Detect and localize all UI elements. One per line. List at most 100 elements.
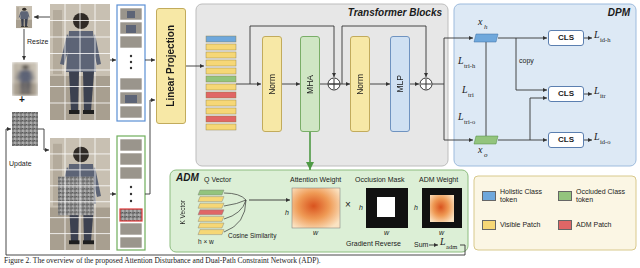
flow-arrow <box>282 84 300 85</box>
annotation-label: h <box>285 209 289 216</box>
annotation-label: Q Vector <box>204 176 231 183</box>
dpm-region: CLSCLSCLSDPM <box>454 4 636 166</box>
rect-shape <box>120 36 142 48</box>
path-shape <box>584 140 592 141</box>
annotation-label: h × w <box>198 239 214 246</box>
circle-shape <box>130 55 132 57</box>
path-shape <box>145 100 155 194</box>
annotation-label: h <box>359 204 363 211</box>
rect-shape <box>206 124 236 130</box>
math-symbol: tri-o <box>464 119 475 126</box>
rect-shape <box>120 106 142 118</box>
classifier-box: CLS <box>548 86 584 102</box>
annotation-label: Resize <box>27 38 48 45</box>
rect-shape <box>454 4 636 166</box>
circle-shape <box>130 193 132 195</box>
use-shape <box>50 138 110 250</box>
annotation-label: K Vector <box>180 200 187 225</box>
classifier-box: CLS <box>548 30 584 46</box>
rect-shape <box>12 112 38 146</box>
circle-shape <box>130 67 132 69</box>
rect-shape <box>120 153 142 165</box>
legend-item: ADM Patch <box>558 220 632 230</box>
math-symbol: L <box>594 30 600 40</box>
circle-shape <box>130 61 132 63</box>
polygon-shape <box>198 223 224 228</box>
math-symbol: L <box>458 56 464 66</box>
rect-shape <box>120 22 142 34</box>
region-title: Transformer Blocks <box>348 8 442 18</box>
annotation-label: w <box>313 229 318 236</box>
path-shape <box>421 79 431 89</box>
rect-shape <box>206 60 236 66</box>
path-shape <box>584 38 592 39</box>
g-shape <box>50 138 110 250</box>
path-shape <box>432 38 473 84</box>
path-shape <box>342 26 426 84</box>
path-shape <box>530 98 547 140</box>
math-symbol: adm <box>446 244 457 251</box>
path-shape <box>224 200 246 232</box>
math-symbol: L <box>440 237 446 247</box>
math-symbol: tri <box>468 92 474 99</box>
polygon-shape <box>198 230 224 235</box>
g-shape <box>224 193 246 232</box>
rect-shape <box>206 108 236 114</box>
polygon-shape <box>198 210 224 215</box>
math-symbol: o <box>484 152 488 159</box>
g-shape <box>12 62 38 96</box>
math-symbol: x <box>478 17 482 27</box>
circle-shape <box>130 186 132 188</box>
rect-shape <box>206 76 236 82</box>
path-shape <box>50 4 110 120</box>
rect-shape <box>474 176 636 250</box>
box-label: CLS <box>558 34 574 42</box>
flow-arrow <box>309 132 311 170</box>
path-shape <box>498 38 547 39</box>
annotation-label: Cosine Similarity <box>228 233 276 240</box>
rect-shape <box>366 188 408 228</box>
rect-shape <box>120 167 142 179</box>
path-shape <box>224 193 246 200</box>
rect-shape <box>422 188 462 228</box>
path-shape <box>584 94 592 95</box>
box-label: CLS <box>558 90 574 98</box>
annotation-label: + <box>19 95 25 105</box>
rect-shape <box>117 136 145 250</box>
path-shape <box>24 29 25 60</box>
rect-shape <box>206 100 236 106</box>
path-shape <box>486 42 487 136</box>
g-shape <box>130 186 132 202</box>
path-shape <box>516 38 547 90</box>
legend-item: Occluded Class token <box>558 188 632 204</box>
rect-shape <box>120 78 142 90</box>
path-shape <box>6 129 465 255</box>
flow-arrow <box>320 84 350 85</box>
annotation-label: Attention Weight <box>290 176 341 183</box>
path-shape <box>50 138 110 250</box>
legend-swatch <box>558 220 572 230</box>
flow-arrow <box>370 84 390 85</box>
g-shape <box>6 17 592 255</box>
math-symbol: id-o <box>600 139 610 146</box>
polygon-shape <box>198 216 224 221</box>
rect-shape <box>117 5 145 121</box>
annotation-label: ADM Weight <box>419 176 458 183</box>
g-shape <box>50 4 110 120</box>
rect-shape <box>126 25 136 33</box>
path-shape <box>410 84 419 85</box>
g-shape <box>16 6 32 28</box>
annotation-label: Occlusion Mask <box>355 176 404 183</box>
path-shape <box>236 84 261 85</box>
box-label: Norm <box>356 74 365 95</box>
path-shape <box>429 245 438 246</box>
rect-shape <box>206 44 236 50</box>
polygon-shape <box>198 197 224 202</box>
legend-swatch <box>482 191 496 201</box>
use-shape <box>16 6 32 28</box>
legend-text: Visible Patch <box>500 221 556 229</box>
